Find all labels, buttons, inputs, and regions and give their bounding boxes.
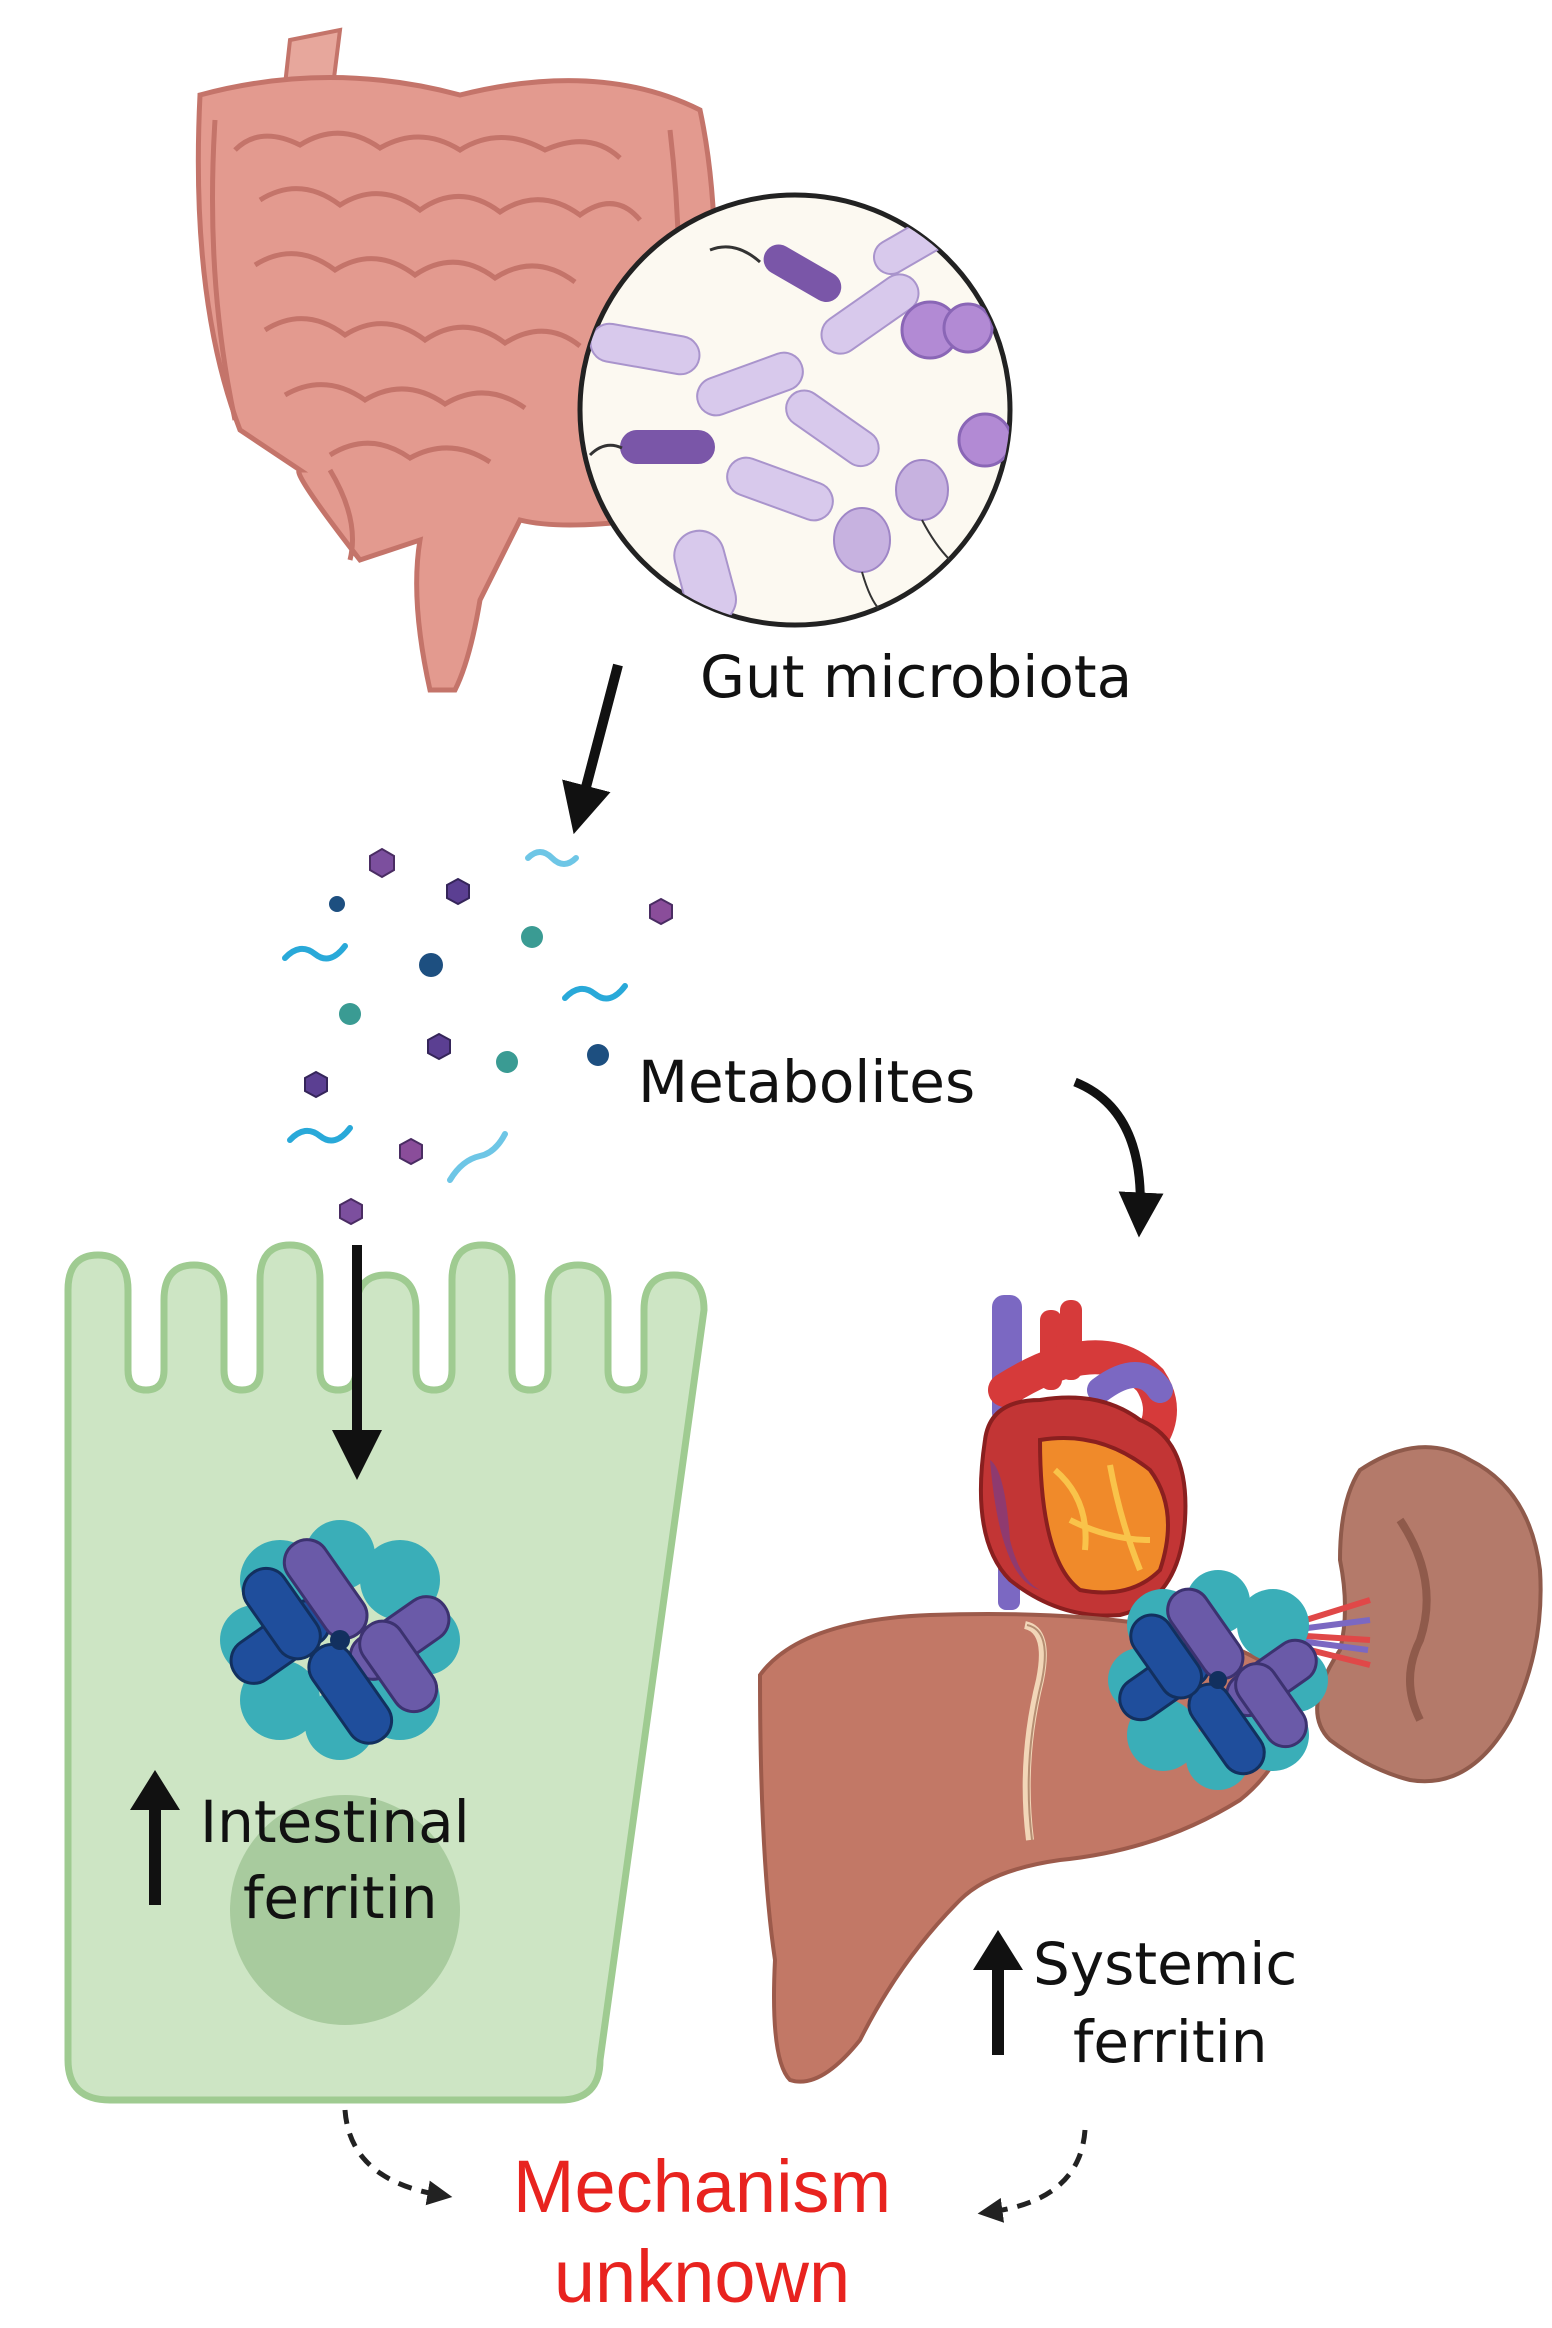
- up-arrow-icon: [130, 1770, 180, 1905]
- heart-icon: [978, 1295, 1188, 1618]
- spleen-icon: [1289, 1445, 1543, 1784]
- ferritin-protein-icon: [1108, 1570, 1328, 1790]
- metabolite-particles-icon: [282, 847, 673, 1226]
- bacteria-magnifier-icon: [577, 192, 1013, 628]
- mechanism-unknown-label-line2: unknown: [554, 2235, 850, 2318]
- up-arrow-icon: [973, 1930, 1023, 2055]
- intestinal-ferritin-label-line2: ferritin: [243, 1864, 438, 1932]
- gut-to-metabolites-arrow: [562, 663, 623, 835]
- systemic-ferritin-label-line1: Systemic: [1033, 1930, 1297, 1998]
- mechanism-unknown-label-line1: Mechanism: [513, 2145, 891, 2228]
- cell-to-mechanism-arrow: [342, 2109, 453, 2206]
- metabolites-label: Metabolites: [638, 1048, 975, 1116]
- nucleus: [230, 1795, 460, 2025]
- intestinal-ferritin-label-line1: Intestinal: [200, 1788, 470, 1856]
- systemic-ferritin-label-line2: ferritin: [1073, 2008, 1268, 2076]
- systemic-to-mechanism-arrow: [977, 2129, 1088, 2223]
- metabolites-to-heart-arrow: [1073, 1077, 1164, 1238]
- ferritin-protein-icon: [220, 1520, 460, 1760]
- gut-microbiota-label: Gut microbiota: [700, 643, 1132, 711]
